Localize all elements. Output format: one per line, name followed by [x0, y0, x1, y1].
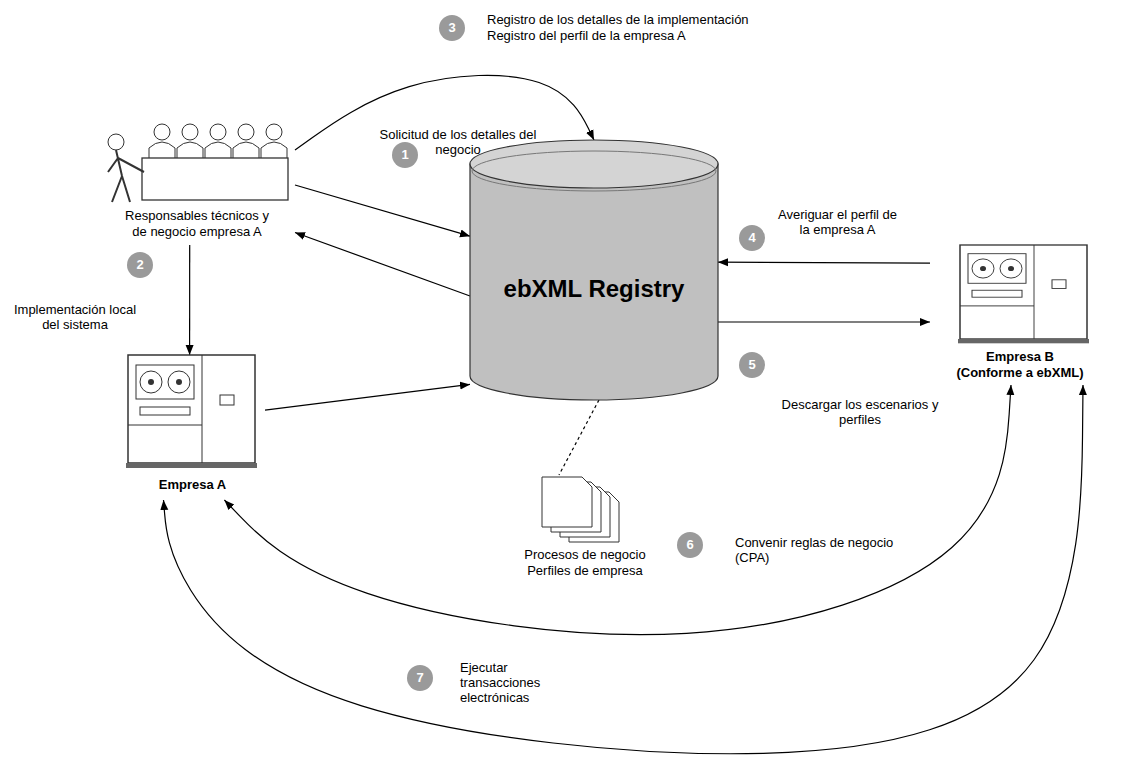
flow-arrow — [189, 245, 190, 355]
flow-arrow — [164, 385, 1084, 754]
server-door-line — [960, 305, 1034, 306]
server-cabinet — [128, 355, 255, 463]
team-group: Responsables técnicos y de negocio empre… — [100, 120, 295, 245]
callout-number: 2 — [127, 252, 153, 278]
callout-number: 3 — [439, 15, 465, 41]
flow-arrow — [295, 185, 470, 236]
node-icon — [470, 140, 718, 400]
node-label: ebXML Registry — [470, 275, 718, 302]
person-head — [266, 124, 282, 140]
step-note: Descargar los escenarios y perfiles — [770, 397, 950, 427]
server-door-line — [128, 425, 202, 426]
step-note: Registro del perfil de la empresa A — [487, 28, 807, 43]
server-base — [958, 339, 1089, 343]
step-note: Implementación local del sistema — [5, 302, 145, 332]
person-head — [154, 124, 170, 140]
server-panel-line — [1034, 245, 1035, 339]
node-label: (Conforme a ebXML) — [930, 365, 1110, 381]
meeting-table — [142, 158, 288, 200]
step-note: Averiguar el perfil de la empresa A — [775, 207, 900, 237]
callout-number: 6 — [677, 532, 703, 558]
tape-reel — [140, 371, 162, 393]
flow-arrow — [265, 384, 470, 410]
flow-arrow — [224, 385, 1011, 635]
server-reel-panel — [136, 365, 194, 399]
step-note: Solicitud de los detalles del negocio — [378, 127, 538, 157]
node-label: Empresa A — [120, 477, 265, 493]
server-reel-panel — [968, 254, 1026, 284]
callout-number: 7 — [407, 665, 433, 691]
person-head — [238, 124, 254, 140]
tape-hub — [148, 379, 154, 385]
server-node: Empresa B(Conforme a ebXML) — [930, 245, 1110, 385]
server-button — [220, 395, 234, 405]
flow-arrow — [295, 233, 470, 297]
registry-cylinder-top — [470, 140, 718, 188]
server-slot — [972, 290, 1022, 297]
registry-cylinder-body — [470, 164, 718, 400]
person-head — [210, 124, 226, 140]
server-button — [1052, 280, 1066, 289]
server-cabinet — [960, 245, 1087, 339]
person-head — [108, 134, 124, 150]
tape-hub — [176, 379, 182, 385]
registry-cylinder-rim — [472, 151, 716, 191]
person-head — [182, 124, 198, 140]
flow-arrow — [718, 321, 930, 322]
step-note: Ejecutar transacciones electrónicas — [460, 660, 585, 705]
callout-number: 1 — [392, 142, 418, 168]
tape-hub — [1008, 266, 1014, 271]
server-slot — [140, 407, 190, 415]
node-label: Procesos de negocio — [520, 547, 650, 563]
tape-hub — [980, 266, 986, 271]
node-label: Perfiles de empresa — [520, 563, 650, 579]
tape-reel — [972, 259, 994, 278]
document-stack: Procesos de negocioPerfiles de empresa — [520, 475, 650, 580]
callout-number: 5 — [739, 352, 765, 378]
server-node: Empresa A — [120, 355, 265, 500]
step-note: Registro de los detalles de la implement… — [487, 12, 807, 27]
dotted-link — [559, 400, 599, 475]
registry-cylinder: ebXML Registry — [470, 140, 718, 400]
server-panel-line — [202, 355, 203, 463]
callout-number: 4 — [739, 225, 765, 251]
flow-arrow — [718, 262, 930, 263]
tape-reel — [1000, 259, 1022, 278]
document-page — [542, 477, 592, 527]
server-base — [126, 463, 257, 468]
tape-reel — [168, 371, 190, 393]
node-label: Responsables técnicos y de negocio empre… — [117, 208, 277, 240]
node-label: Empresa B — [930, 349, 1110, 365]
walking-person — [108, 150, 144, 202]
step-note: Convenir reglas de negocio (CPA) — [735, 535, 910, 565]
